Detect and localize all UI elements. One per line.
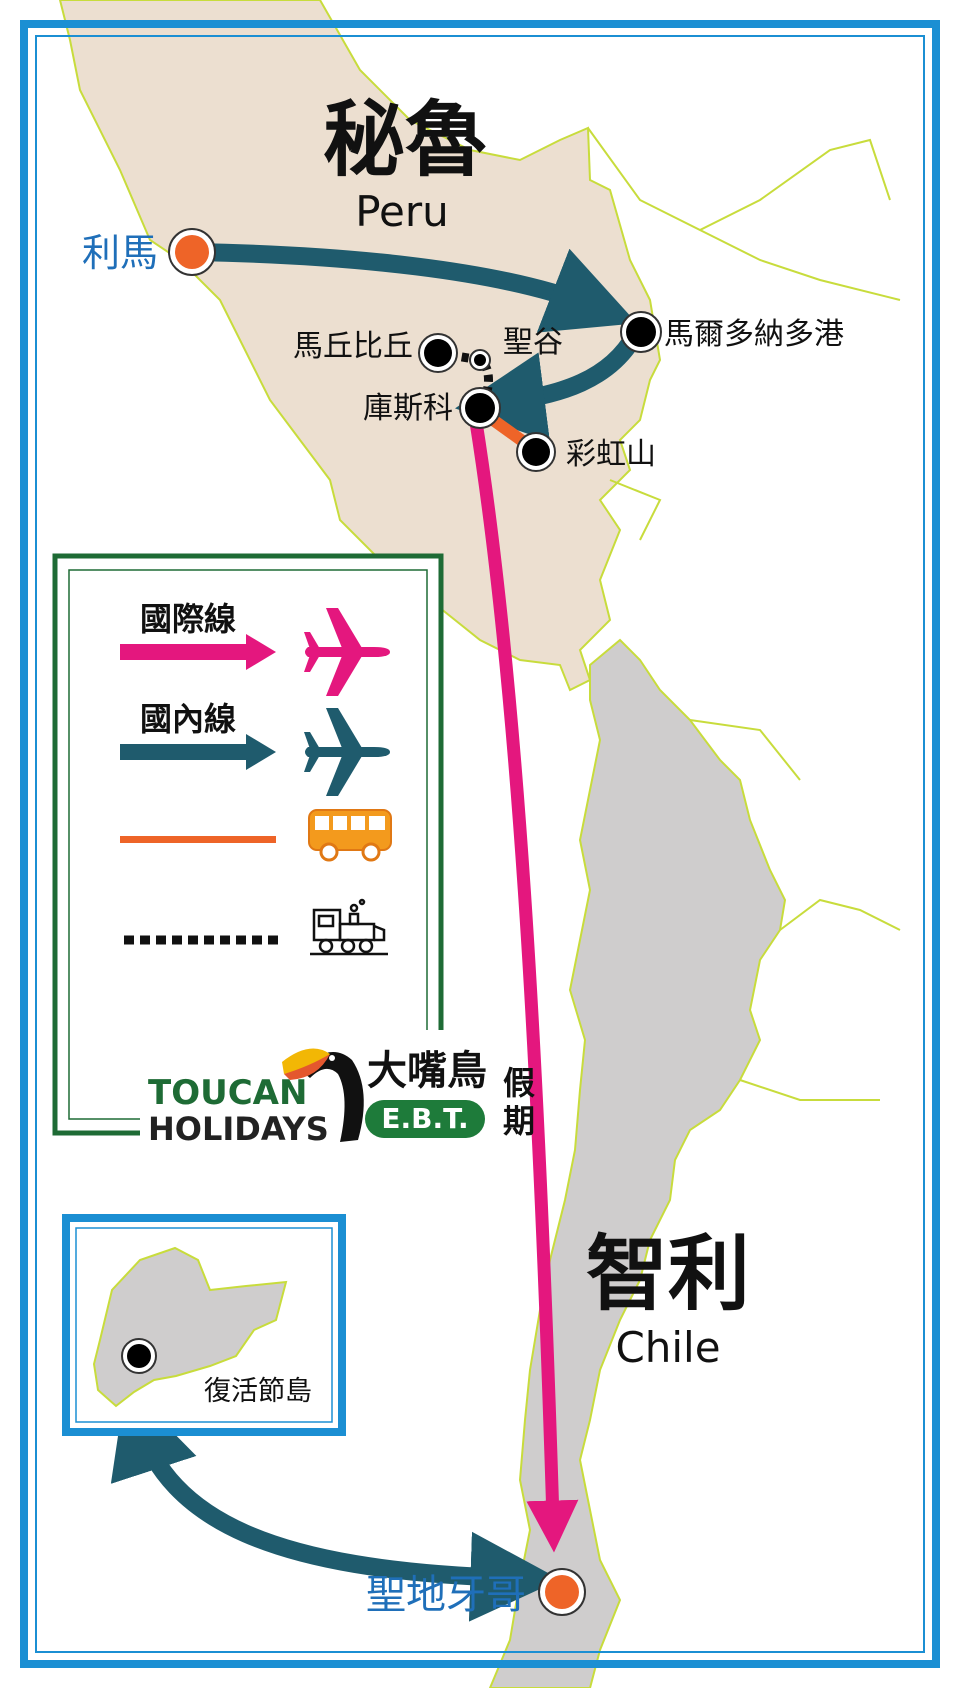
logo-text-zh-main: 大嘴鳥 [367, 1048, 487, 1094]
toucan-holidays-logo: TOUCAN HOLIDAYS 大嘴鳥 假 期 E.B.T. [140, 1030, 546, 1148]
train-icon [310, 898, 388, 956]
marker-cusco [459, 387, 501, 429]
marker-puerto-maldonado [620, 311, 662, 353]
marker-lima [168, 228, 216, 276]
legend-international-airplane-icon [304, 608, 390, 696]
bus-icon [308, 809, 392, 862]
city-label-puerto-maldonado: 馬爾多納多港 [664, 317, 844, 352]
route-santiago-easter-island [110, 1384, 561, 1622]
marker-santiago [538, 1568, 586, 1616]
toucan-icon [282, 1048, 364, 1142]
city-label-rainbow-mountain: 彩虹山 [566, 437, 656, 472]
route-lima-puerto-maldonado [194, 243, 637, 333]
country-label-peru-zh: 秘魯 [323, 93, 487, 188]
marker-rainbow-mountain [516, 432, 556, 472]
logo-badge: E.B.T. [365, 1100, 485, 1138]
legend-international-label: 國際線 [140, 600, 236, 638]
legend-international-arrow [120, 634, 276, 670]
city-label-sacred-valley: 聖谷 [503, 325, 563, 360]
city-label-machu-picchu: 馬丘比丘 [293, 329, 413, 364]
logo-text-zh-side-1: 假 [503, 1064, 535, 1102]
country-label-chile-en: Chile [615, 1323, 720, 1372]
easter-island-inset: 復活節島 [62, 1214, 346, 1436]
logo-text-zh-side: 假 期 [503, 1064, 546, 1140]
city-markers [168, 228, 662, 1616]
map-frame-inner [35, 35, 925, 1653]
marker-easter-island [121, 1338, 157, 1374]
route-cusco-santiago [469, 420, 579, 1553]
legend-domestic-label: 國內線 [140, 700, 236, 738]
border-lines [587, 127, 901, 1101]
marker-machu-picchu [418, 333, 458, 373]
city-label-easter-island: 復活節島 [204, 1376, 312, 1407]
routes [110, 243, 643, 1622]
city-label-santiago: 聖地牙哥 [366, 1572, 526, 1618]
country-label-chile-zh: 智利 [586, 1227, 750, 1322]
logo-text-toucan: TOUCAN [148, 1073, 307, 1113]
logo-badge-text: E.B.T. [381, 1102, 468, 1135]
marker-sacred-valley [469, 349, 491, 371]
logo-text-holidays: HOLIDAYS [148, 1110, 329, 1148]
route-puerto-maldonado-cusco [455, 330, 643, 442]
country-label-peru-en: Peru [355, 187, 449, 236]
legend-domestic-airplane-icon [304, 708, 390, 796]
city-label-cusco: 庫斯科 [363, 391, 453, 426]
map-frame [20, 20, 940, 1668]
peru-land [58, 0, 662, 692]
legend-bus-line [120, 836, 276, 843]
chile-land [488, 638, 787, 1688]
legend-domestic-arrow [120, 734, 276, 770]
city-label-lima: 利馬 [82, 231, 158, 275]
logo-text-zh-side-2: 期 [503, 1102, 535, 1140]
